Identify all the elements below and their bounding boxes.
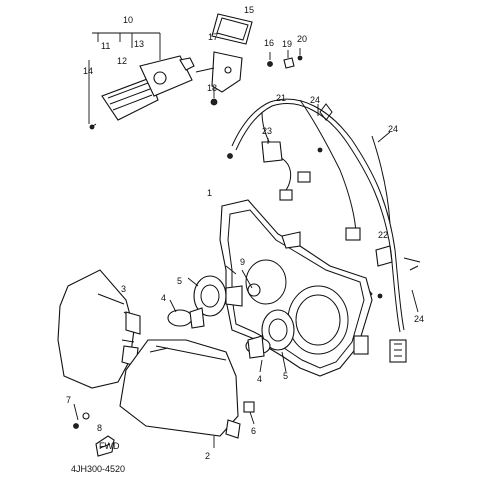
- callout-9: 9: [240, 257, 245, 267]
- callout-7: 7: [66, 395, 71, 405]
- callout-24a: 24: [310, 95, 320, 105]
- callout-labels: 1 2 3 4 4 5 5 6 7 8 9 10 11 12 13 14 15 …: [66, 5, 424, 461]
- callout-8: 8: [97, 423, 102, 433]
- headlight-housing: [219, 199, 373, 377]
- callout-2: 2: [205, 451, 210, 461]
- callout-1: 1: [207, 188, 212, 198]
- bulb-sockets: [167, 265, 295, 373]
- callout-4b: 4: [257, 374, 262, 384]
- fwd-arrow-label: FWD: [99, 441, 120, 451]
- screws-and-fwd-arrow: [73, 403, 115, 457]
- callout-14: 14: [83, 66, 93, 76]
- lamp-bracket: [195, 13, 303, 106]
- callout-5b: 5: [283, 371, 288, 381]
- callout-12: 12: [117, 56, 127, 66]
- callout-15: 15: [244, 5, 254, 15]
- callout-16: 16: [264, 38, 274, 48]
- callout-11: 11: [101, 41, 110, 51]
- callout-19: 19: [282, 39, 292, 49]
- headlight-lens: [57, 269, 141, 389]
- callout-21: 21: [276, 93, 286, 103]
- callout-20: 20: [297, 34, 307, 44]
- callout-10: 10: [123, 15, 133, 25]
- callout-22: 22: [378, 230, 388, 240]
- wire-harness: [227, 98, 421, 363]
- callout-24b: 24: [388, 124, 398, 134]
- callout-4a: 4: [161, 293, 166, 303]
- callout-3: 3: [121, 284, 126, 294]
- position-lamp-assembly: [88, 32, 195, 130]
- callout-23: 23: [262, 126, 272, 136]
- callout-6: 6: [251, 426, 256, 436]
- headlight-lens-lower: [119, 339, 255, 448]
- callout-24c: 24: [414, 314, 424, 324]
- callout-17: 17: [208, 32, 218, 42]
- callout-5a: 5: [177, 276, 182, 286]
- callout-13: 13: [134, 39, 144, 49]
- reference-code: 4JH300-4520: [71, 464, 125, 474]
- callout-18: 18: [207, 83, 217, 93]
